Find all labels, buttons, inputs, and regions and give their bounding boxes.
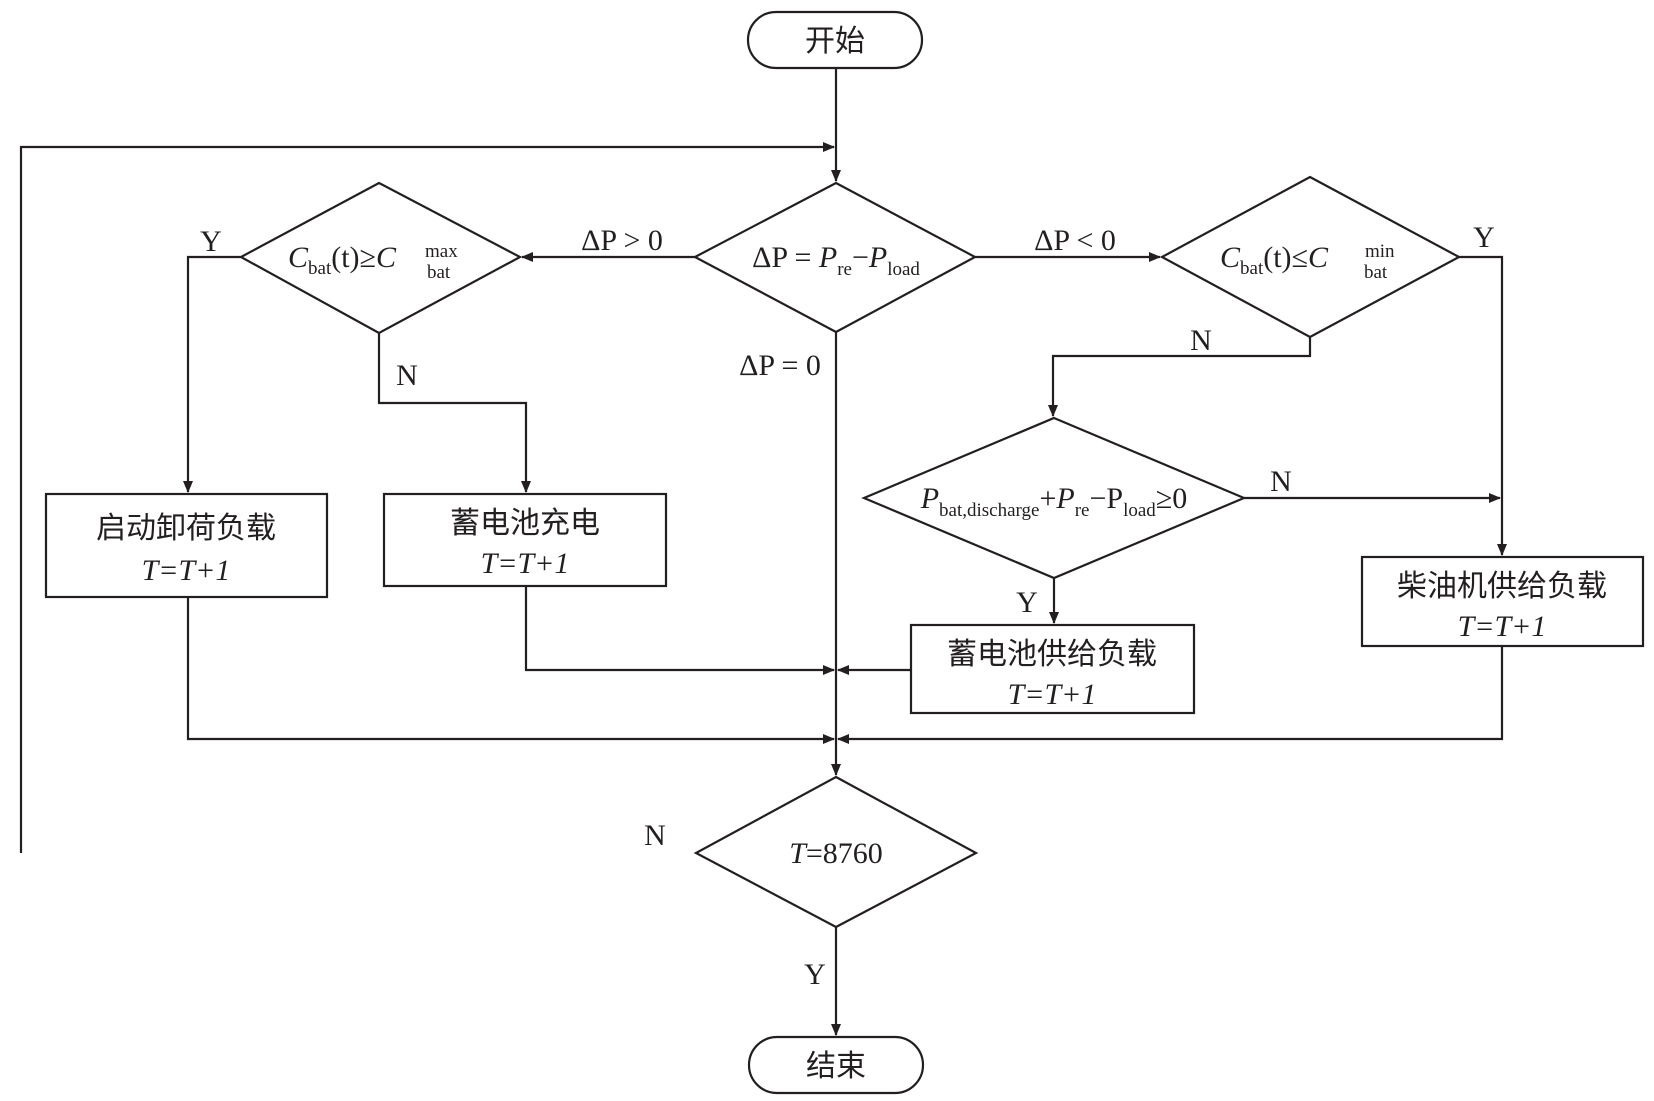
label-cmin-yes: Y — [1473, 221, 1495, 254]
edge-cmax-no — [377, 333, 531, 493]
edge-cmin-no — [1048, 337, 1312, 417]
label-discharge-no: N — [1270, 465, 1292, 498]
label-discharge-yes: Y — [1016, 586, 1038, 619]
unload-label: 启动卸荷负载 — [96, 511, 276, 546]
edge-cmin-yes — [1459, 255, 1507, 556]
edge-charge-join — [524, 586, 835, 675]
decision-cbat-min: Cbat(t)≤C min bat — [1159, 175, 1462, 339]
edge-diesel-join — [837, 646, 1504, 744]
connectors — [19, 68, 1507, 1036]
cbat-max-formula: Cbat(t)≥C — [288, 241, 397, 279]
label-dp-positive: ΔP > 0 — [581, 224, 663, 257]
process-unload: 启动卸荷负载 T=T+1 — [44, 492, 329, 599]
unload-step: T=T+1 — [142, 554, 231, 587]
process-charge: 蓄电池充电 T=T+1 — [382, 492, 668, 588]
end-label: 结束 — [806, 1049, 866, 1084]
decision-t-8760: T=8760 — [693, 775, 979, 929]
charge-label: 蓄电池充电 — [450, 506, 600, 541]
label-tcheck-yes: Y — [804, 958, 826, 991]
cbat-min-sub: bat — [1364, 262, 1388, 283]
label-dp-negative: ΔP < 0 — [1034, 224, 1116, 257]
diesel-supply-label: 柴油机供给负载 — [1397, 569, 1607, 604]
decision-discharge: Pbat,discharge+Pre−Pload≥0 — [861, 416, 1247, 580]
label-cmax-yes: Y — [200, 225, 222, 258]
label-tcheck-no: N — [644, 819, 666, 852]
battery-supply-label: 蓄电池供给负载 — [947, 637, 1157, 672]
decision-delta-p: ΔP = Pre−Pload — [692, 181, 978, 334]
diesel-supply-step: T=T+1 — [1458, 610, 1547, 643]
edge-labels: ΔP > 0 ΔP < 0 ΔP = 0 Y N Y N N Y Y N — [200, 221, 1495, 991]
process-battery-supply: 蓄电池供给负载 T=T+1 — [909, 623, 1196, 715]
cbat-max-sub: bat — [427, 262, 451, 283]
discharge-formula: Pbat,discharge+Pre−Pload≥0 — [920, 482, 1188, 521]
edge-loop-back — [19, 142, 835, 853]
cbat-max-sup: max — [425, 241, 458, 262]
start-label: 开始 — [805, 24, 865, 59]
t-check-formula: T=8760 — [789, 837, 883, 870]
label-dp-zero: ΔP = 0 — [739, 349, 821, 382]
label-cmax-no: N — [396, 359, 418, 392]
charge-step: T=T+1 — [481, 547, 570, 580]
battery-supply-step: T=T+1 — [1008, 678, 1097, 711]
end-node: 结束 — [747, 1035, 925, 1095]
delta-p-formula: ΔP = Pre−Pload — [752, 241, 920, 280]
process-diesel-supply: 柴油机供给负载 T=T+1 — [1360, 555, 1645, 648]
start-node: 开始 — [746, 10, 924, 70]
decision-cbat-max: Cbat(t)≥C max bat — [238, 181, 523, 335]
cbat-min-formula: Cbat(t)≤C — [1220, 241, 1329, 279]
cbat-min-sup: min — [1365, 241, 1395, 262]
edge-unload-join — [186, 597, 835, 744]
label-cmin-no: N — [1190, 324, 1212, 357]
edge-cmax-yes — [183, 255, 241, 493]
